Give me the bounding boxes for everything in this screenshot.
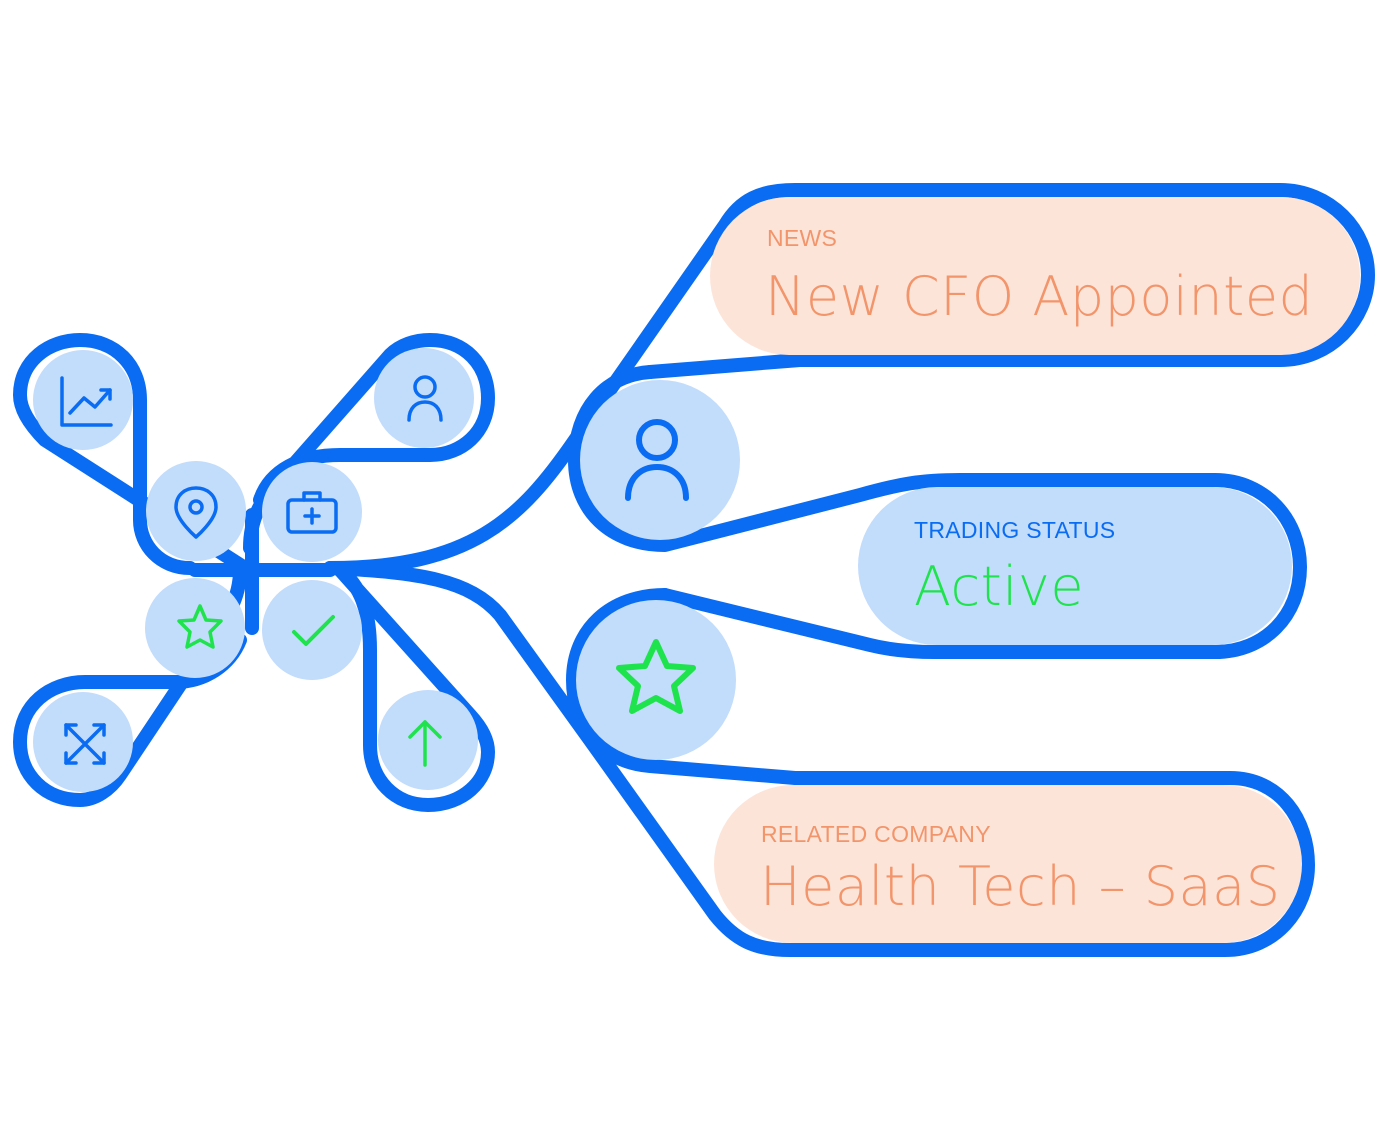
expand-arrows-icon [64,723,106,765]
star-small-icon [177,604,223,649]
news-card-value: New CFO Appointed [765,265,1314,328]
related-company-card: RELATED COMPANY Health Tech – SaaS [714,785,1302,943]
person-large-icon [625,419,689,501]
trading-pill-fill [858,487,1292,645]
location-pin-icon [174,486,218,539]
news-pill-fill [710,197,1360,355]
chart-trend-icon [60,376,113,427]
related-company-value: Health Tech – SaaS [760,855,1281,918]
related-pill-fill [714,785,1302,943]
related-company-label: RELATED COMPANY [761,821,991,847]
location-circle [146,461,246,561]
arrow-up-icon [408,720,442,767]
person-circle-outline [568,365,1307,659]
trading-status-value: Active [914,555,1085,618]
news-card-label: NEWS [767,225,838,251]
petal-arrow-outline [333,563,495,812]
check-circle [262,580,362,680]
briefcase-medical-icon [286,491,338,534]
star-circle-outline [323,561,1315,957]
star-large-icon [616,639,696,714]
petal-chart-outline [13,333,252,575]
star-small-circle [145,578,245,678]
news-card: NEWS New CFO Appointed [710,197,1360,355]
branch-news-connector [323,183,1375,575]
person-small-icon [407,375,443,422]
trading-status-card: TRADING STATUS Active [858,487,1292,645]
trading-status-label: TRADING STATUS [914,517,1116,543]
arrow-up-circle [378,690,478,790]
star-large-circle [576,600,736,760]
hub-center-connector [188,508,337,635]
check-icon [292,615,335,646]
